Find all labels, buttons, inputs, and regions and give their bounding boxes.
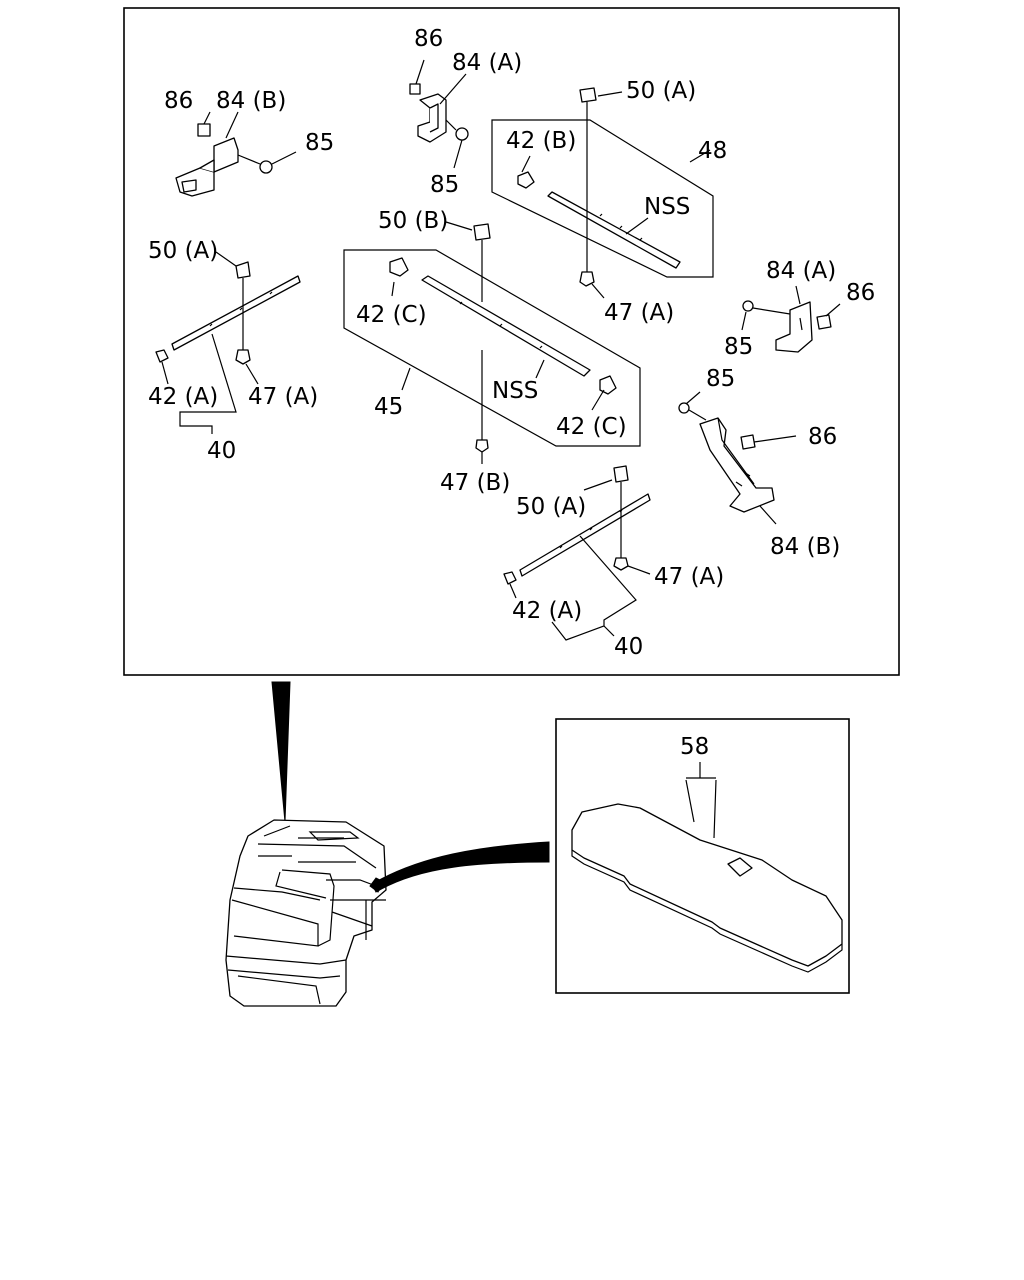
label-40-left: 40 [207,438,236,464]
label-85-topleft: 85 [305,130,334,156]
pointer-curve-to-inset [371,841,550,893]
label-42b: 42 (B) [506,128,576,154]
label-86-right: 86 [846,280,875,306]
main-diagram-frame [123,7,900,676]
label-58: 58 [680,734,709,760]
label-84a-right: 84 (A) [766,258,836,284]
label-50a-left: 50 (A) [148,238,218,264]
label-50a-top: 50 (A) [626,78,696,104]
label-86-right-lower: 86 [808,424,837,450]
label-86-topleft: 86 [164,88,193,114]
bracket-84a-top [409,59,469,169]
label-86-top: 86 [414,26,443,52]
label-47a-set48: 47 (A) [604,300,674,326]
label-47a-left: 47 (A) [248,384,318,410]
truck-cab-illustration [225,819,387,1007]
label-40-bottom: 40 [614,634,643,660]
bracket-84b-topleft [175,111,297,197]
label-nss-48: NSS [644,194,690,220]
label-48: 48 [698,138,727,164]
assembly-40-bottom [503,465,651,641]
label-84a-top: 84 (A) [452,50,522,76]
label-47b: 47 (B) [440,470,510,496]
label-85-top: 85 [430,172,459,198]
panel-58 [571,762,843,973]
label-85-right-lower: 85 [706,366,735,392]
label-42a-left: 42 (A) [148,384,218,410]
pointer-wedge-to-cab [271,681,291,823]
set-48-outline [491,87,714,299]
label-47a-bottom: 47 (A) [654,564,724,590]
label-84b-right: 84 (B) [770,534,840,560]
bracket-84a-right [741,285,841,353]
label-nss-45: NSS [492,378,538,404]
label-42c-lower: 42 (C) [556,414,627,440]
label-50b: 50 (B) [378,208,448,234]
label-42a-bottom: 42 (A) [512,598,582,624]
label-45: 45 [374,394,403,420]
assembly-40-left [155,251,301,434]
set-45-outline [343,221,641,464]
label-85-right: 85 [724,334,753,360]
label-50a-bottom: 50 (A) [516,494,586,520]
inset-frame [555,718,850,994]
label-42c-upper: 42 (C) [356,302,427,328]
label-84b-topleft: 84 (B) [216,88,286,114]
bracket-84b-right [678,391,797,525]
